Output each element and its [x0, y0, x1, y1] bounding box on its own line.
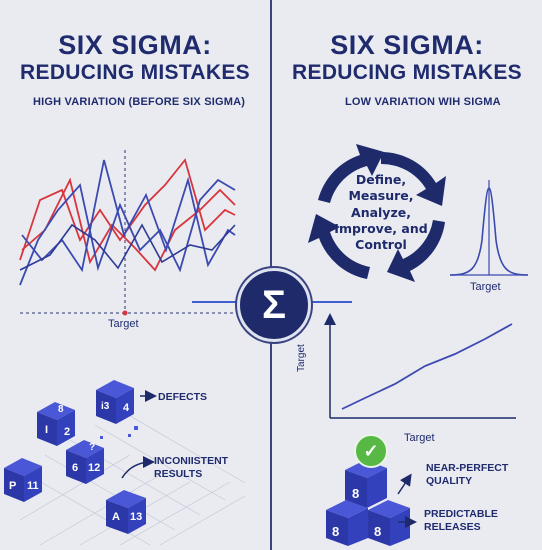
left-title: SIX SIGMA: REDUCING MISTAKES	[0, 30, 270, 85]
cube-glyph: P	[9, 480, 17, 492]
checkmark-icon: ✓	[354, 434, 388, 468]
defect-cube	[106, 490, 146, 534]
left-title-line1: SIX SIGMA:	[58, 30, 212, 60]
defects-label: DEFECTS	[158, 391, 208, 403]
cube-glyph: I	[45, 424, 49, 436]
right-title-line1: SIX SIGMA:	[330, 30, 484, 60]
target-point	[122, 310, 128, 316]
cube-glyph: 13	[130, 511, 143, 523]
cube-glyph: 8	[332, 524, 340, 539]
trend-line	[341, 323, 513, 410]
dmaic-step: Measure,	[348, 188, 414, 204]
cube-glyph: i3	[101, 401, 110, 412]
releases-line2: RELEASES	[424, 521, 481, 534]
right-quality-cubes	[326, 460, 410, 546]
high-variation-chart	[19, 150, 236, 316]
dmaic-step: Analyze,	[351, 204, 411, 220]
cube-glyph: 4	[123, 402, 130, 414]
cube-glyph: A	[112, 511, 120, 523]
red-series-1	[19, 158, 236, 261]
defect-cube	[37, 402, 75, 446]
left-defect-cubes	[4, 380, 146, 534]
left-target-label: Target	[108, 318, 139, 330]
cube-glyph: 2	[64, 426, 71, 438]
right-subtitle: LOW VARIATION WIH SIGMA	[345, 96, 501, 108]
cube-glyph: 6	[72, 462, 79, 474]
red-series-2	[21, 177, 236, 272]
right-title: SIX SIGMA: REDUCING MISTAKES	[272, 30, 542, 85]
bell-curve	[449, 180, 529, 276]
quality-line1: NEAR-PERFECT	[426, 462, 509, 474]
near-perfect-quality-label: NEAR-PERFECT QUALITY	[426, 462, 508, 488]
defect-cube	[4, 458, 42, 502]
defect-cube	[66, 440, 104, 484]
cube-glyph: 12	[88, 462, 101, 474]
sigma-icon: Σ	[237, 268, 311, 342]
inconsistent-results-label: INCONIISTENT RESULTS	[154, 455, 228, 481]
inconsistent-line1: INCONIISTENT	[154, 455, 229, 467]
left-subtitle: HIGH VARIATION (BEFORE SIX SIGMA)	[33, 96, 246, 108]
cube-glyph: ?	[89, 442, 96, 453]
y-axis-label: Target	[296, 344, 307, 372]
cube-glyph: 8	[58, 404, 64, 415]
predictable-releases-label: PREDICTABLE RELEASES	[424, 508, 498, 534]
quality-line2: QUALITY	[426, 475, 473, 488]
inconsistent-pointer	[121, 456, 155, 479]
quality-cube	[326, 500, 368, 546]
cube-glyph: 8	[374, 524, 382, 539]
dmaic-steps: Define, Measure, Analyze, Improve, and C…	[328, 172, 434, 253]
defect-cube	[96, 380, 134, 424]
quality-pointer	[397, 473, 412, 495]
blue-series-3	[19, 223, 236, 271]
x-axis-label: Target	[404, 432, 435, 444]
releases-line1: PREDICTABLE	[424, 508, 498, 520]
right-title-line2: REDUCING MISTAKES	[292, 61, 522, 85]
dmaic-cycle-ring	[308, 144, 446, 282]
left-title-line2: REDUCING MISTAKES	[20, 61, 250, 85]
low-variation-chart	[324, 313, 516, 419]
inconsistent-line2: RESULTS	[154, 468, 203, 481]
cube-glyph: 8	[352, 486, 360, 501]
dmaic-step: Improve, and	[334, 220, 428, 236]
quality-cube	[368, 500, 410, 546]
dmaic-step: Define,	[355, 172, 407, 187]
cube-glyph: 11	[27, 480, 39, 492]
dmaic-step: Control	[355, 237, 407, 252]
blue-series-1	[19, 178, 236, 286]
bell-target-label: Target	[470, 281, 501, 293]
